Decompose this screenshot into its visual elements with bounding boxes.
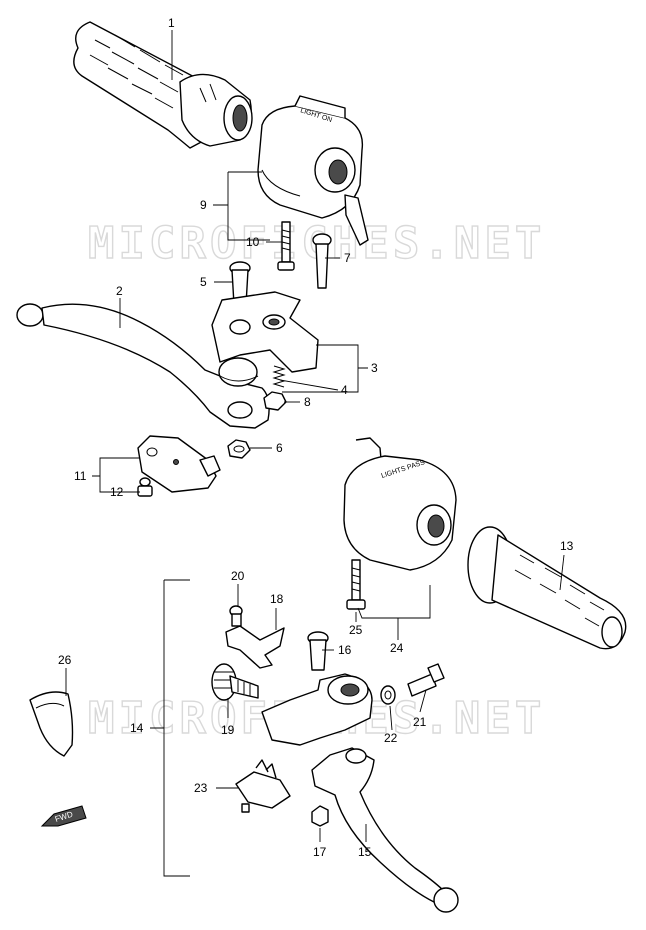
- callout-14: 14: [130, 721, 144, 735]
- callouts: 1 2 3 4 5 6 7 8 9 10 11 12 13 14 15 16 1…: [58, 16, 574, 859]
- screw-25: [346, 559, 366, 610]
- callout-10: 10: [246, 235, 260, 249]
- fwd-arrow: FWD: [40, 805, 87, 827]
- bolt-21: [407, 663, 445, 697]
- bolt-16: [307, 631, 329, 671]
- brake-switch-11: [137, 435, 221, 493]
- callout-1: 1: [168, 16, 175, 30]
- callout-8: 8: [304, 395, 311, 409]
- switch-housing-top: LIGHT ON: [257, 95, 369, 246]
- right-grip-13: [467, 526, 627, 650]
- callout-7: 7: [344, 251, 351, 265]
- callout-16: 16: [338, 643, 352, 657]
- pivot-bolt-5: [229, 261, 251, 306]
- screw-7: [312, 233, 332, 289]
- callout-17: 17: [313, 845, 327, 859]
- adjuster-19: [211, 663, 259, 701]
- spring-4: [272, 365, 286, 388]
- clutch-lever-15: [311, 747, 459, 913]
- callout-22: 22: [384, 731, 398, 745]
- callout-11: 11: [74, 469, 87, 483]
- callout-24: 24: [390, 641, 404, 655]
- callout-15: 15: [358, 845, 372, 859]
- nut-6: [227, 439, 251, 459]
- screw-20: [229, 605, 243, 627]
- callout-18: 18: [270, 592, 284, 606]
- lever-holder-3: [211, 291, 319, 373]
- callout-5: 5: [200, 275, 207, 289]
- callout-26: 26: [58, 653, 72, 667]
- nut-8: [263, 391, 287, 411]
- clutch-switch-23: [235, 759, 291, 813]
- callout-6: 6: [276, 441, 283, 455]
- washer-22: [380, 685, 396, 705]
- callout-19: 19: [221, 723, 235, 737]
- callout-12: 12: [110, 485, 124, 499]
- callout-9: 9: [200, 198, 207, 212]
- cover-26: [29, 691, 74, 757]
- callout-2: 2: [116, 284, 123, 298]
- clutch-holder: [261, 673, 373, 746]
- callout-13: 13: [560, 539, 574, 553]
- callout-25: 25: [349, 623, 363, 637]
- callout-20: 20: [231, 569, 245, 583]
- nut-17: [311, 805, 329, 827]
- bracket-18: [225, 625, 285, 669]
- callout-4: 4: [341, 383, 348, 397]
- screw-10: [277, 221, 295, 271]
- callout-3: 3: [371, 361, 378, 375]
- left-grip: [73, 21, 253, 149]
- callout-21: 21: [413, 715, 427, 729]
- screw-12: [137, 477, 153, 497]
- callout-23: 23: [194, 781, 208, 795]
- leader-lines: [65, 30, 565, 877]
- switch-housing-24: LIGHTS PASS: [343, 437, 457, 571]
- brake-lever-2: [16, 303, 270, 429]
